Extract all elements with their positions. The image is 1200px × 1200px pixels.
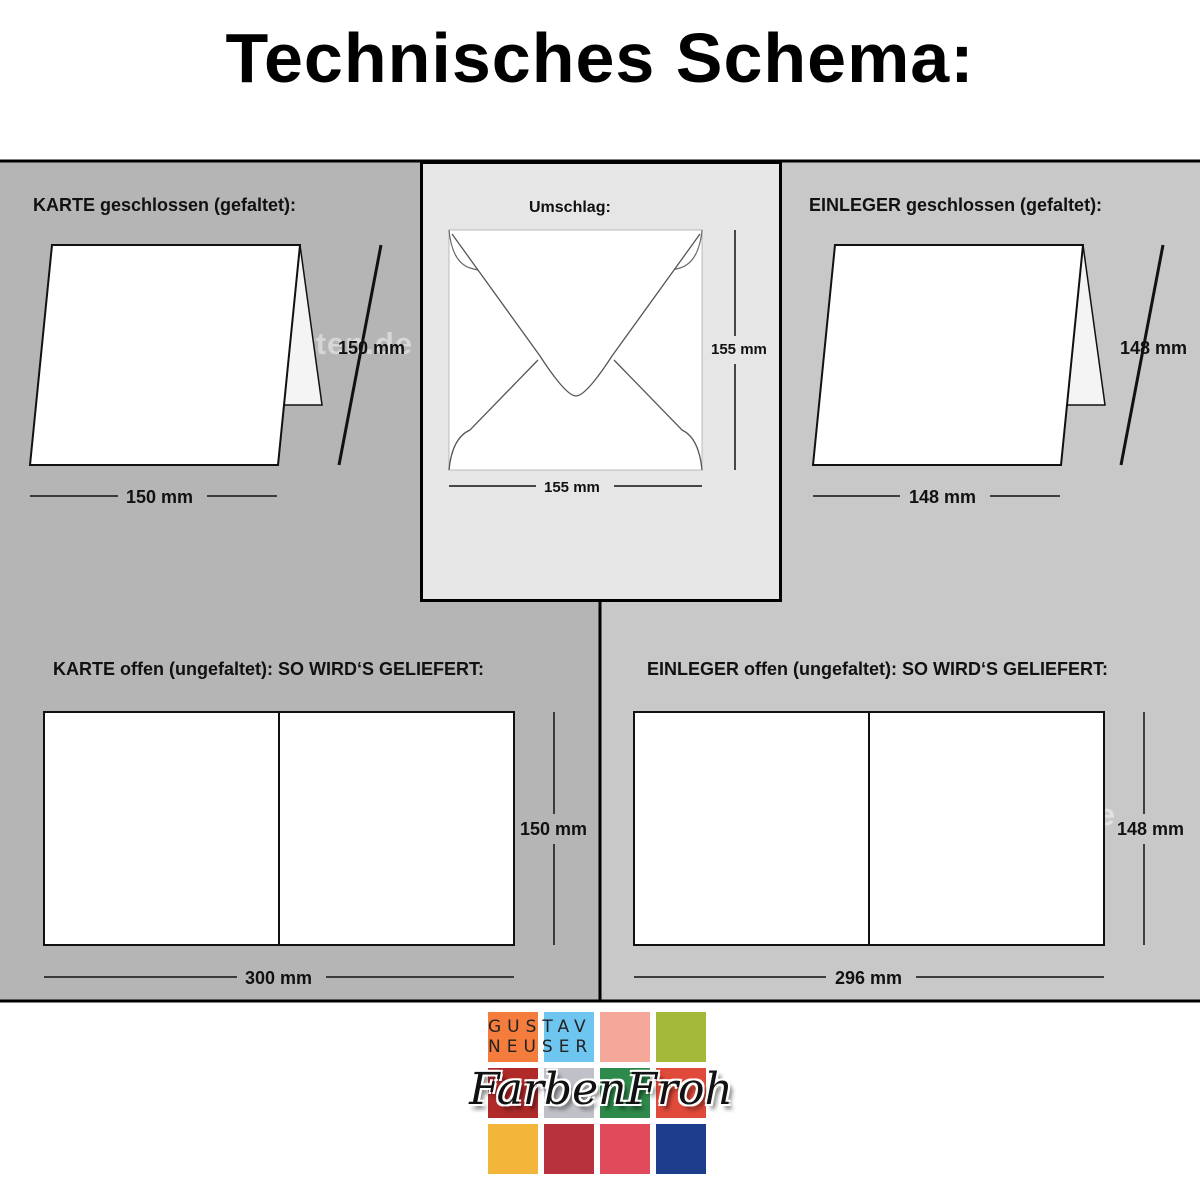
logo-tile xyxy=(544,1124,594,1174)
logo-tile xyxy=(656,1068,706,1118)
card-closed-illustration xyxy=(28,244,383,497)
card-closed-label: KARTE geschlossen (gefaltet): xyxy=(33,195,297,215)
logo-tile xyxy=(656,1012,706,1062)
logo-tile xyxy=(600,1124,650,1174)
logo-script-text: FarbenFroh xyxy=(469,1064,733,1115)
insert-open-width: 296 mm xyxy=(835,968,903,988)
logo-tile xyxy=(544,1012,594,1062)
insert-closed-width: 148 mm xyxy=(909,487,977,507)
card-open-illustration xyxy=(43,711,555,978)
insert-open-label: EINLEGER offen (ungefaltet): SO WIRD‘S G… xyxy=(647,659,1108,679)
insert-closed-height: 148 mm xyxy=(1120,338,1188,358)
envelope-height: 155 mm xyxy=(711,341,767,358)
insert-closed-label: EINLEGER geschlossen (gefaltet): xyxy=(809,195,1103,215)
logo-tile xyxy=(488,1068,538,1118)
envelope-width: 155 mm xyxy=(544,479,600,496)
logo-tile xyxy=(600,1012,650,1062)
card-closed-width: 150 mm xyxy=(126,487,194,507)
insert-closed-illustration xyxy=(811,244,1165,497)
envelope-label: Umschlag: xyxy=(529,199,611,216)
insert-open-illustration xyxy=(633,711,1145,978)
logo-tile xyxy=(656,1124,706,1174)
logo-tile xyxy=(600,1068,650,1118)
logo-tile xyxy=(488,1124,538,1174)
logo-tile xyxy=(544,1068,594,1118)
envelope-illustration xyxy=(448,229,736,487)
card-open-height: 150 mm xyxy=(520,819,588,839)
page-title: Technisches Schema: xyxy=(225,19,975,97)
card-open-label: KARTE offen (ungefaltet): SO WIRD‘S GELI… xyxy=(53,659,484,679)
logo-tile xyxy=(488,1012,538,1062)
card-open-width: 300 mm xyxy=(245,968,313,988)
logo-brand-text: GUSTAV NEUSER xyxy=(488,1017,594,1057)
card-closed-height: 150 mm xyxy=(338,338,406,358)
insert-open-height: 148 mm xyxy=(1117,819,1185,839)
